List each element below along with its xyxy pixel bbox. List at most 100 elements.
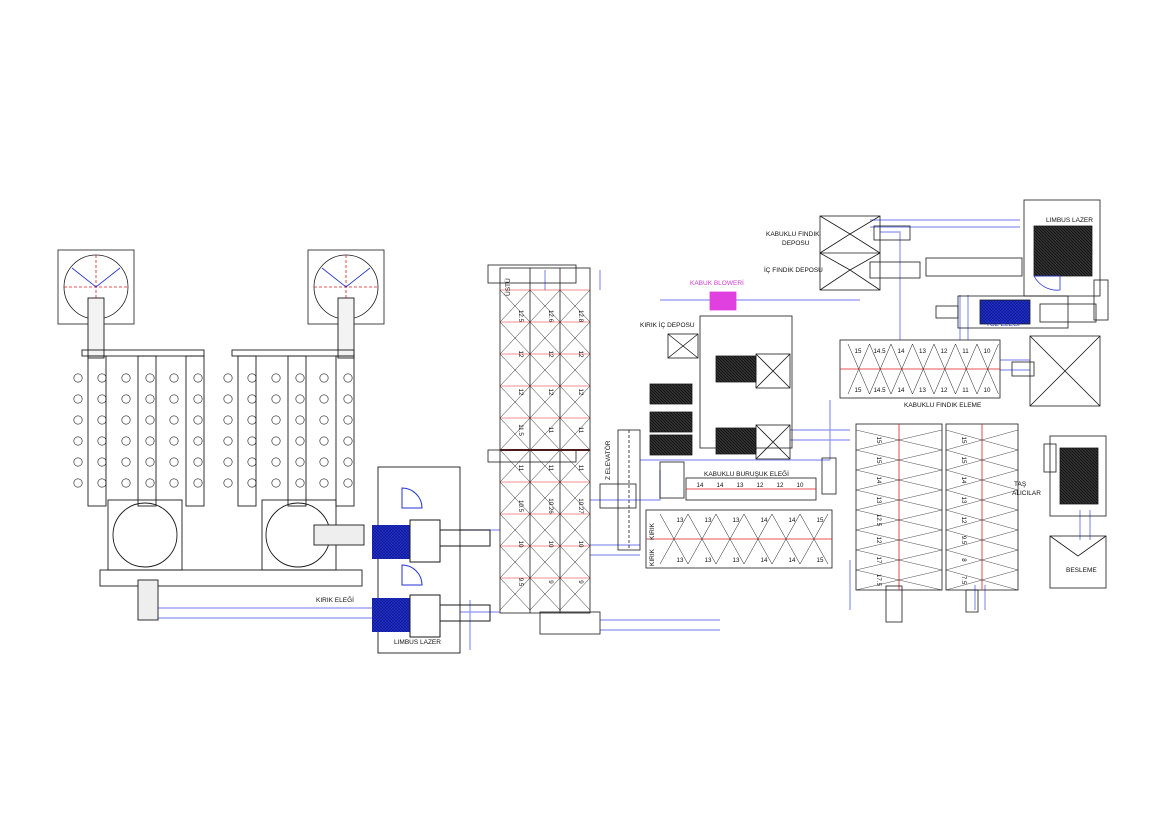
grid2-brace	[945, 429, 1019, 451]
tower-sieve-label: 11.5	[517, 424, 524, 436]
dryer-slot	[247, 415, 257, 425]
grid2-brace	[945, 529, 1019, 551]
lower-sieve-label: 13	[733, 517, 740, 524]
burusuk-sieve-label: 14	[717, 482, 724, 489]
eleme-sieve-label: 15	[855, 348, 862, 355]
label-tas: TAŞ	[1014, 481, 1027, 488]
lower-sieve-label: 14	[789, 517, 796, 524]
burusuk-sieve-label: 14	[697, 482, 704, 489]
tower-sieve-label: 12	[577, 389, 584, 396]
eleme-sieve-label: 13	[919, 348, 926, 355]
dryer-slot	[295, 373, 305, 383]
tower-sieve-label: 9	[547, 580, 554, 584]
tower-brace	[499, 321, 531, 355]
eleme-brace	[912, 343, 935, 395]
label-kabuklu-findik-deposu-line1: KABUKLU FINDIK	[766, 231, 820, 238]
dryer-slot	[223, 457, 233, 467]
dryer-slot	[271, 415, 281, 425]
dryer-slot	[271, 478, 281, 488]
dryer-slot	[97, 457, 107, 467]
tower-sieve-label: 10	[517, 541, 524, 548]
tower-sieve-label: 12	[577, 351, 584, 358]
lower-sieve-label: 14	[789, 557, 796, 564]
left-dryer-units	[81, 297, 365, 621]
dryer-slot	[223, 394, 233, 404]
lower-sieve-label: 13	[733, 557, 740, 564]
limbus-lazer-bottom-unit	[372, 466, 491, 654]
dryer-slot	[343, 373, 353, 383]
dryer-slot	[193, 373, 203, 383]
eleme-sieve-label: 13	[919, 387, 926, 394]
kabuklu-findik-eleme-unit	[839, 335, 1101, 407]
tower-brace	[529, 385, 561, 419]
dryer-slot	[121, 478, 131, 488]
tower-sieve-label: 12.6	[547, 310, 554, 323]
grid1-sieve-label: 12.5	[875, 514, 882, 527]
lower-screen-unit	[645, 509, 833, 569]
grid2-brace	[945, 549, 1019, 571]
lower-brace	[799, 513, 829, 565]
dryer-slot	[193, 436, 203, 446]
dryer-slot	[271, 373, 281, 383]
kirik-ic-deposu-unit	[649, 291, 793, 460]
tower-sieve-label: 12	[517, 389, 524, 396]
label-kirik-ic-deposu: KIRIK İÇ DEPOSU	[640, 322, 695, 329]
dryer-slot	[295, 436, 305, 446]
dryer-slot	[319, 394, 329, 404]
dryer-slot	[169, 415, 179, 425]
eleme-sieve-label: 14.5	[873, 387, 886, 394]
dryer-slot	[145, 457, 155, 467]
dryer-slot	[73, 436, 83, 446]
tower-brace	[529, 513, 561, 547]
lower-brace	[771, 513, 801, 565]
dryer-slot	[271, 436, 281, 446]
eleme-sieve-label: 12	[941, 348, 948, 355]
grid2-sieve-label: 14	[960, 477, 967, 484]
kabuklu-findik-deposu-unit	[819, 199, 1109, 329]
eleme-sieve-label: 11	[962, 348, 969, 355]
dryer-slot	[193, 415, 203, 425]
tower-sieve-label: 12.5	[517, 310, 524, 323]
grid1-brace	[855, 469, 943, 491]
grid1-brace	[855, 569, 943, 591]
lower-sieve-label: 13	[705, 557, 712, 564]
eleme-sieve-label: 15	[855, 387, 862, 394]
burusuk-sieve-label: 12	[777, 482, 784, 489]
tas-alicilar-unit	[1043, 435, 1107, 589]
tower-brace	[559, 545, 591, 579]
dryer-slot	[145, 373, 155, 383]
grid2-sieve-label: 9.5	[960, 536, 967, 545]
dryer-slot	[343, 457, 353, 467]
tower-sieve-label: 10.26	[547, 498, 554, 514]
eleme-brace	[955, 343, 978, 395]
dryer-slot	[271, 457, 281, 467]
lower-brace	[743, 513, 773, 565]
eleme-sieve-label: 12	[941, 387, 948, 394]
lower-sieve-label: 15	[817, 517, 824, 524]
tower-brace	[499, 545, 531, 579]
tower-brace	[559, 353, 591, 387]
dryer-slot	[343, 394, 353, 404]
tower-brace	[559, 481, 591, 515]
tower-brace	[499, 513, 531, 547]
lower-brace	[659, 513, 689, 565]
dryer-slot	[193, 457, 203, 467]
grid1-sieve-label: 14	[875, 477, 882, 484]
tower-brace	[529, 449, 561, 483]
dryer-slot	[247, 373, 257, 383]
dryer-slot	[193, 478, 203, 488]
grid1-sieve-label: 17.5	[875, 574, 882, 587]
dryer-slot	[145, 394, 155, 404]
label-kabuklu-findik-deposu-line2: DEPOSU	[782, 239, 810, 247]
dryer-slot	[73, 415, 83, 425]
dryer-slot	[247, 457, 257, 467]
tower-sieve-label: 9	[577, 580, 584, 584]
eleme-brace	[869, 343, 892, 395]
burusuk-sieve-label: 12	[757, 482, 764, 489]
grid2-sieve-label: 15	[960, 437, 967, 444]
dryer-slot	[295, 457, 305, 467]
tower-brace	[529, 321, 561, 355]
dryer-slot	[295, 394, 305, 404]
grid2-brace	[945, 449, 1019, 471]
